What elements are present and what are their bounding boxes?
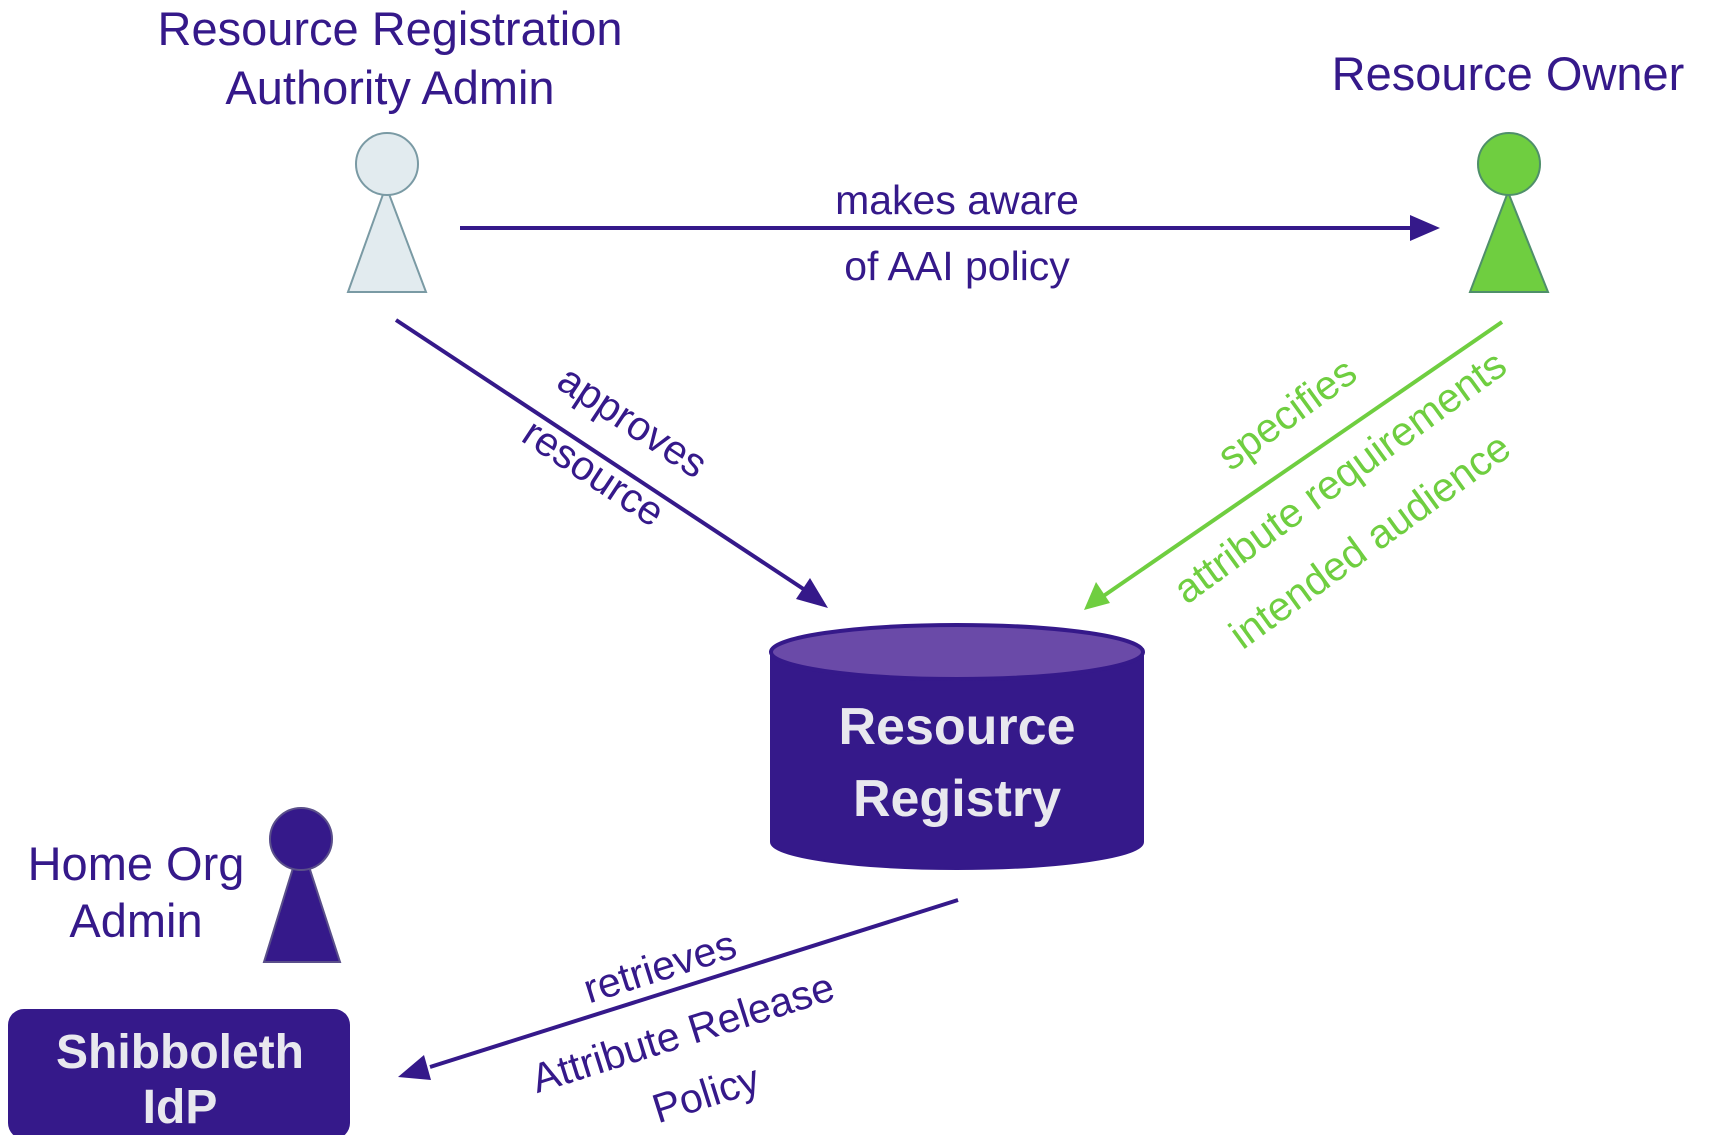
registration-admin-label-line1: Resource Registration <box>158 2 623 55</box>
home-org-admin-label-line2: Admin <box>69 894 202 947</box>
database-icon <box>769 623 1145 870</box>
person-icon <box>346 132 428 293</box>
specifies-arrow: specifies attribute requirements intende… <box>1084 320 1519 658</box>
makes-aware-label-line2: of AAI policy <box>844 243 1070 289</box>
resource-owner-label: Resource Owner <box>1332 47 1685 100</box>
arrow-icon <box>398 1055 431 1080</box>
home-org-admin-actor: Home Org Admin <box>28 807 342 963</box>
idp-label-line1: Shibboleth <box>56 1026 304 1079</box>
approves-arrow: approves resource <box>394 318 828 608</box>
registry-label-line1: Resource <box>839 698 1076 756</box>
retrieves-label-line3: Policy <box>647 1055 766 1132</box>
retrieves-arrow: retrieves Attribute Release Policy <box>398 898 959 1132</box>
resource-registry-database[interactable]: Resource Registry <box>769 623 1145 870</box>
arrow-icon <box>796 578 828 608</box>
shibboleth-idp-box[interactable]: Shibboleth IdP <box>8 1009 350 1135</box>
arrow-icon <box>1410 215 1440 241</box>
person-icon <box>262 807 342 963</box>
home-org-admin-label-line1: Home Org <box>28 837 245 890</box>
registry-label-line2: Registry <box>853 770 1061 828</box>
arrow-icon <box>1084 582 1110 610</box>
makes-aware-arrow: makes aware of AAI policy <box>460 177 1440 289</box>
idp-label-line2: IdP <box>143 1081 218 1134</box>
person-icon <box>1468 132 1550 293</box>
resource-owner-actor: Resource Owner <box>1332 47 1685 293</box>
makes-aware-label-line1: makes aware <box>835 177 1079 223</box>
registration-admin-actor: Resource Registration Authority Admin <box>158 2 623 293</box>
registration-admin-label-line2: Authority Admin <box>225 61 554 114</box>
